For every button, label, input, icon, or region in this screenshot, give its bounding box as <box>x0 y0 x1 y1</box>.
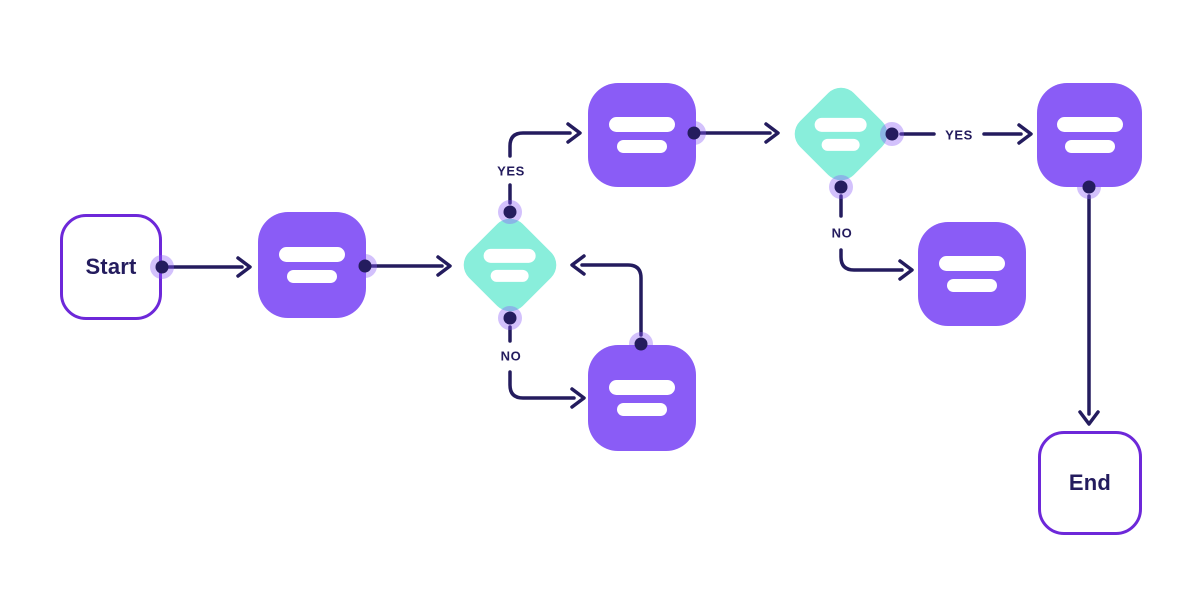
edge-process-1-decision-1 <box>370 255 452 277</box>
edge-process-5-decision-1 <box>570 254 643 337</box>
text-placeholder-bar <box>815 117 867 132</box>
arrowhead-icon <box>570 254 586 276</box>
edge-label-no-1: NO <box>497 348 525 364</box>
arrowhead-icon <box>1017 123 1033 145</box>
text-placeholder-bar <box>822 138 860 151</box>
text-placeholder-bar <box>484 248 536 263</box>
node-start[interactable]: Start <box>60 214 162 320</box>
text-placeholder-bar <box>1064 140 1115 153</box>
node-label: Start <box>85 254 137 279</box>
arrowhead-icon <box>898 259 914 281</box>
arrowhead-icon <box>436 255 452 277</box>
text-placeholder-bar <box>1056 117 1123 132</box>
edge-label-yes-1: YES <box>494 163 528 179</box>
edge-start-process-1 <box>167 256 252 278</box>
node-process-4[interactable] <box>918 222 1026 326</box>
node-label: End <box>1068 470 1112 495</box>
node-process-3[interactable] <box>1037 83 1142 187</box>
text-placeholder-bar <box>279 247 345 262</box>
text-placeholder-bar <box>609 117 675 132</box>
edge-label-no-2: NO <box>828 225 856 241</box>
decision-content <box>484 248 536 282</box>
node-process-1[interactable] <box>258 212 366 318</box>
node-decision-1[interactable] <box>456 211 564 319</box>
edge-decision-1-process-5 <box>508 325 586 409</box>
arrowhead-icon <box>566 122 582 144</box>
edge-process-3-end <box>1078 194 1100 426</box>
text-placeholder-bar <box>617 403 667 416</box>
text-placeholder-bar <box>609 380 675 395</box>
node-decision-2[interactable] <box>787 80 895 188</box>
text-placeholder-bar <box>947 279 997 292</box>
edge-label-yes-2: YES <box>942 127 976 143</box>
edge-process-2-decision-2 <box>699 122 780 144</box>
node-process-5[interactable] <box>588 345 696 451</box>
text-placeholder-bar <box>939 256 1005 271</box>
arrowhead-icon <box>570 387 586 409</box>
node-end[interactable]: End <box>1038 431 1142 535</box>
decision-content <box>815 117 867 151</box>
text-placeholder-bar <box>287 270 337 283</box>
text-placeholder-bar <box>617 140 667 153</box>
text-placeholder-bar <box>491 269 529 282</box>
arrowhead-icon <box>236 256 252 278</box>
node-process-2[interactable] <box>588 83 696 187</box>
arrowhead-icon <box>764 122 780 144</box>
arrowhead-icon <box>1078 410 1100 426</box>
